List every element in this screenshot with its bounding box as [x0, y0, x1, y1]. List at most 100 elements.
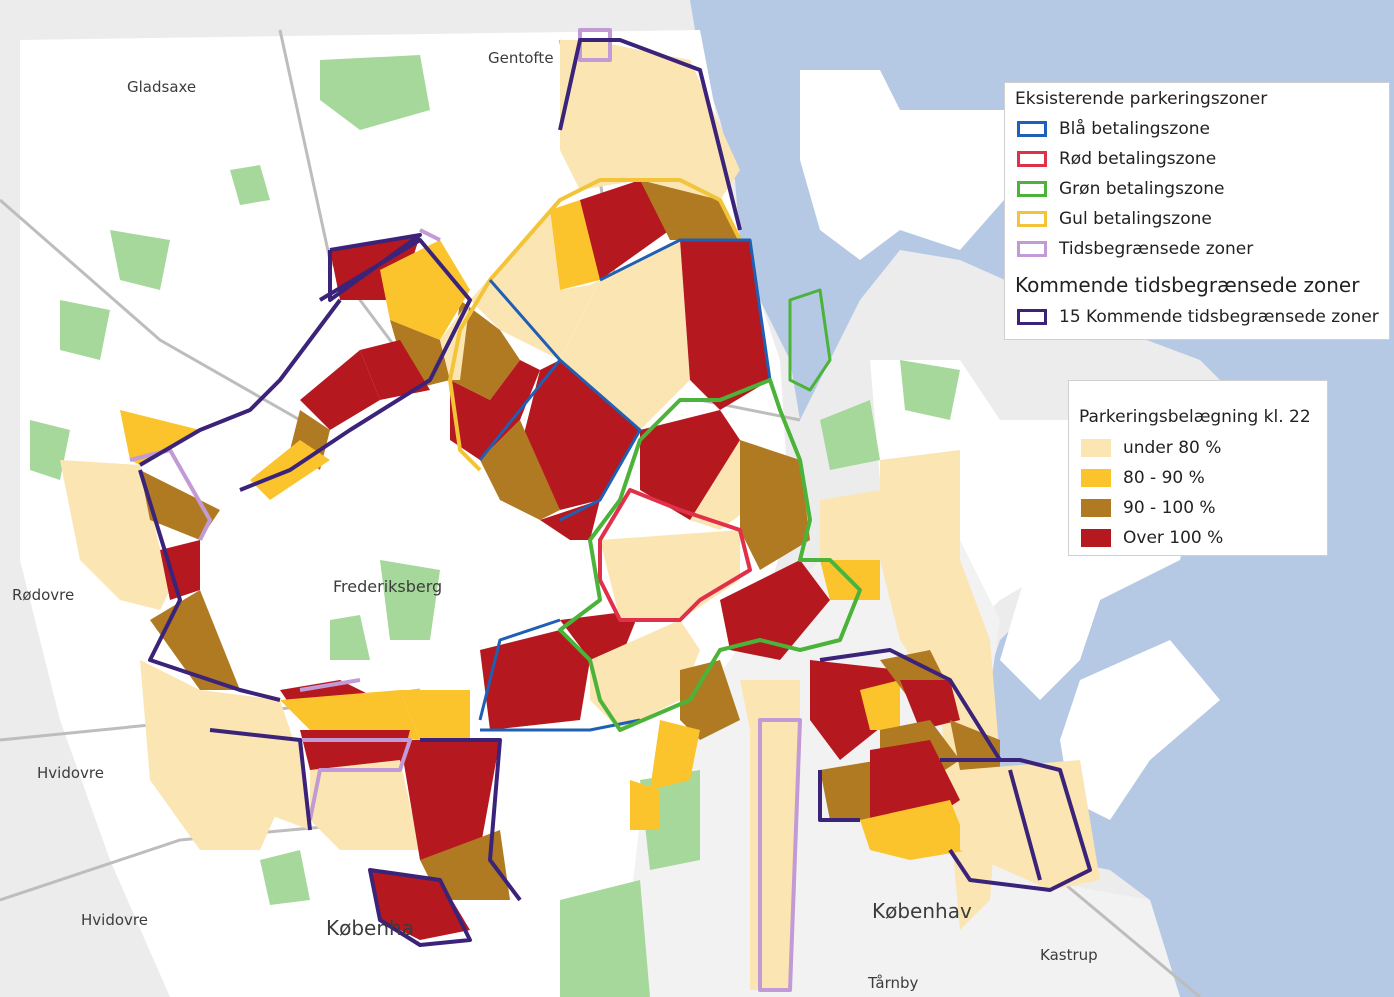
legend-item-gul: Gul betalingszone: [1017, 207, 1212, 231]
zone-amager-light-west: [740, 680, 800, 730]
zone-norrebro-brown: [450, 300, 520, 400]
zone-norrebro-red-1: [450, 360, 540, 460]
zone-w-brown-2: [140, 470, 220, 540]
legend-label-90-100: 90 - 100 %: [1123, 498, 1216, 518]
zone-chr-light: [820, 490, 880, 560]
legend-item-90-100: 90 - 100 %: [1081, 496, 1216, 520]
zone-w-red-2: [160, 540, 200, 600]
place-labels: Gentofte Gladsaxe Frederiksberg Rødovre …: [12, 49, 1098, 992]
zones-legend: Eksisterende parkeringszoner Blå betalin…: [1004, 82, 1390, 340]
zone-norrebro-red-2: [520, 360, 640, 510]
legend-item-tidsbegraenset: Tidsbegrænsede zoner: [1017, 237, 1253, 261]
label-tarnby: Tårnby: [867, 974, 919, 992]
legend-item-groen: Grøn betalingszone: [1017, 177, 1225, 201]
zone-sw-yellow-1: [280, 690, 420, 740]
zone-centre-brown: [740, 440, 810, 570]
zone-sw-light-2: [210, 730, 310, 830]
label-rodovre: Rødovre: [12, 586, 74, 604]
zone-osterbro-light-mid: [470, 210, 600, 360]
label-gladsaxe: Gladsaxe: [127, 78, 196, 96]
swatch-80-90: [1081, 469, 1111, 487]
zone-amager-brown-1: [680, 660, 740, 740]
zone-blue-light: [560, 240, 690, 430]
zone-osterbro-red-1: [570, 180, 670, 280]
zone-vesterbro-red: [480, 630, 590, 730]
occupancy-zones: [60, 40, 1100, 990]
zone-amager-yellow-2: [630, 780, 660, 830]
legend-item-roed: Rød betalingszone: [1017, 147, 1216, 171]
zone-amager-brown-5: [950, 720, 1000, 770]
zone-amager-red-1: [810, 660, 900, 760]
legend-label-roed: Rød betalingszone: [1059, 149, 1217, 169]
label-hvidovre-2: Hvidovre: [81, 911, 148, 929]
border-roed: [598, 488, 752, 622]
legend-item-over-100: Over 100 %: [1081, 526, 1223, 550]
zone-sw-light-1: [310, 760, 420, 850]
label-hvidovre-1: Hvidovre: [37, 764, 104, 782]
legend-label-tidsbegraenset: Tidsbegrænsede zoner: [1059, 239, 1254, 259]
border-tidsbegraenset-2: [129, 228, 802, 992]
zone-norrebro-red-3: [540, 500, 600, 540]
zone-amager-strip: [750, 720, 800, 990]
swatch-kommende: [1017, 309, 1047, 325]
zone-amager-red-3: [870, 740, 960, 820]
border-blaa: [478, 238, 772, 732]
swatch-roed: [1017, 151, 1047, 167]
label-kastrup: Kastrup: [1040, 946, 1098, 964]
zone-nw-red-2: [360, 340, 430, 400]
zone-sw-red-4: [370, 870, 470, 940]
zone-amager-yellow-1: [650, 720, 700, 790]
zone-centre-light-2: [590, 620, 700, 730]
swatch-under-80: [1081, 439, 1111, 457]
zone-nw-light: [440, 300, 470, 380]
border-kommende: [138, 38, 1092, 947]
zones-legend-title: Eksisterende parkeringszoner: [1015, 89, 1268, 109]
occupancy-legend: Parkeringsbelægning kl. 22 under 80 % 80…: [1068, 380, 1328, 556]
zone-osterbro-red-east: [680, 240, 770, 410]
border-tidsbegraenset-1: [578, 28, 612, 62]
label-gentofte: Gentofte: [488, 49, 554, 67]
legend-item-blaa: Blå betalingszone: [1017, 117, 1210, 141]
legend-label-over-100: Over 100 %: [1123, 528, 1224, 548]
swatch-groen: [1017, 181, 1047, 197]
zone-w-light-1: [60, 460, 170, 610]
swatch-blaa: [1017, 121, 1047, 137]
label-kobenhavn-2: Københav: [872, 899, 972, 923]
legend-label-kommende: 15 Kommende tidsbegrænsede zoner: [1059, 307, 1379, 327]
zone-sw-red-3: [400, 740, 500, 860]
border-groen: [558, 378, 862, 732]
legend-label-groen: Grøn betalingszone: [1059, 179, 1225, 199]
zone-amager-yellow-3: [860, 680, 900, 730]
legend-item-under-80: under 80 %: [1081, 436, 1221, 460]
zone-amager-brown-4: [820, 760, 880, 820]
zone-w-yellow-1: [120, 410, 200, 465]
zone-borders: [129, 28, 1092, 992]
harbour-land-north: [800, 70, 1004, 260]
legend-label-under-80: under 80 %: [1123, 438, 1222, 458]
legend-label-80-90: 80 - 90 %: [1123, 468, 1205, 488]
zone-norrebro-brown-2: [480, 420, 560, 520]
legend-label-blaa: Blå betalingszone: [1059, 119, 1210, 139]
zone-centre-red: [640, 410, 740, 520]
harbour-land-east: [870, 360, 1068, 640]
swatch-90-100: [1081, 499, 1111, 517]
zone-sw-yellow-2: [400, 690, 470, 740]
legend-item-kommende: 15 Kommende tidsbegrænsede zoner: [1017, 305, 1379, 329]
legend-label-gul: Gul betalingszone: [1059, 209, 1212, 229]
zone-nw-yellow: [380, 240, 470, 340]
parks: [30, 55, 960, 997]
zone-osterbro-brown: [640, 180, 740, 240]
label-frederiksberg: Frederiksberg: [333, 577, 442, 596]
harbour-piers-se: [1060, 640, 1220, 820]
zone-amager-yellow-4: [860, 800, 970, 860]
zone-centre-red-2: [720, 560, 830, 660]
zone-osterbro-yellow: [550, 200, 600, 290]
border-groen-pier: [788, 288, 832, 392]
zone-w-red-1: [300, 350, 380, 430]
occupancy-legend-title: Parkeringsbelægning kl. 22: [1079, 407, 1311, 427]
swatch-over-100: [1081, 529, 1111, 547]
legend-item-80-90: 80 - 90 %: [1081, 466, 1205, 490]
swatch-tidsbegraenset: [1017, 241, 1047, 257]
swatch-gul: [1017, 211, 1047, 227]
zones-legend-upcoming-title: Kommende tidsbegrænsede zoner: [1015, 273, 1360, 297]
